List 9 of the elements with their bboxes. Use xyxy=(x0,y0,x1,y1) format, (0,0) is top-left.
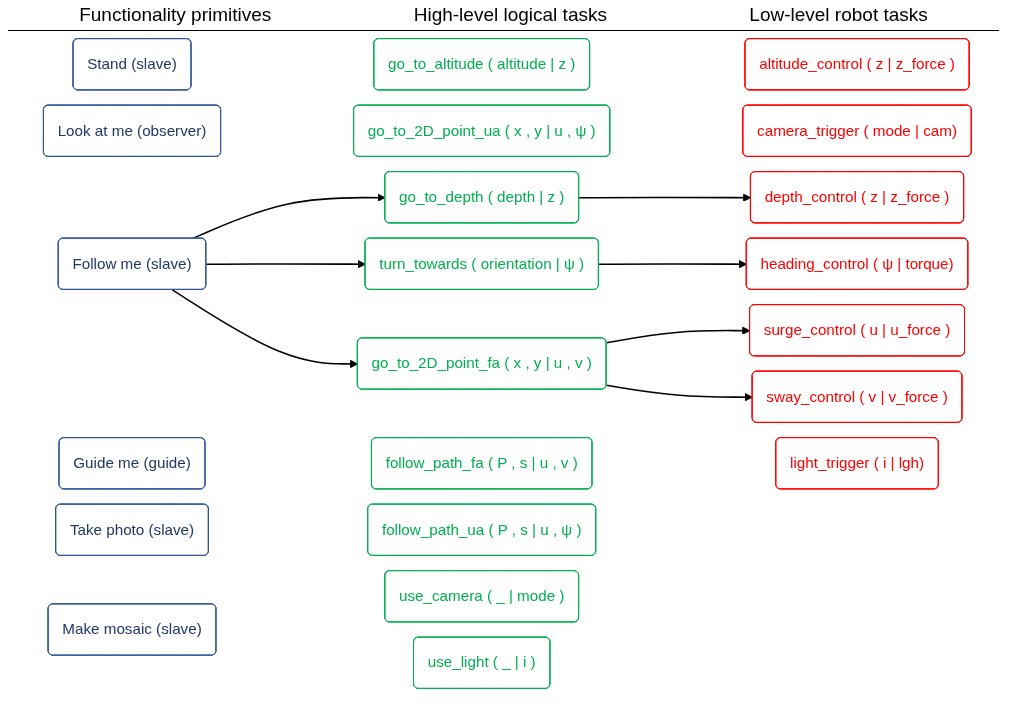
column-heading: High-level logical tasks xyxy=(413,4,607,26)
arrow xyxy=(205,260,367,269)
arrow xyxy=(171,289,359,369)
arrow xyxy=(578,193,752,202)
column-heading: Low-level robot tasks xyxy=(749,4,928,26)
arrow xyxy=(605,326,751,344)
arrow xyxy=(605,384,754,402)
arrow xyxy=(598,260,748,269)
column-heading: Functionality primitives xyxy=(79,4,272,26)
